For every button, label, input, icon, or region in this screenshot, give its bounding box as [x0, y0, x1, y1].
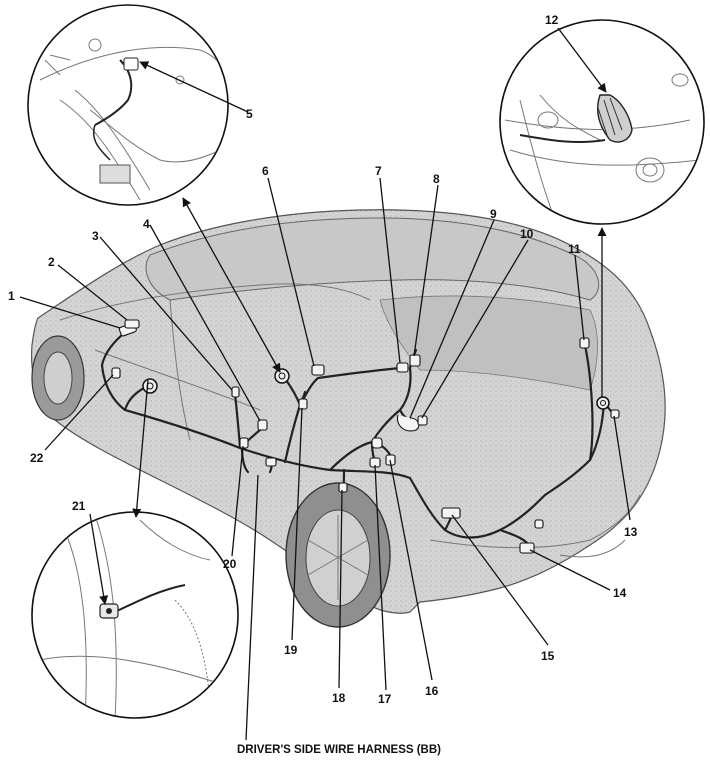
callout-8: 8 — [433, 172, 440, 186]
callout-20: 20 — [223, 557, 237, 571]
callout-17: 17 — [378, 692, 392, 706]
callout-22: 22 — [30, 451, 44, 465]
detail-inset-21 — [31, 511, 239, 719]
connectors — [111, 319, 620, 554]
connector-13 — [610, 409, 620, 419]
detail-inset-12 — [499, 19, 705, 225]
callout-10: 10 — [520, 227, 534, 241]
connector-15 — [441, 507, 461, 519]
grommet-12 — [596, 396, 610, 410]
callout-3: 3 — [92, 229, 99, 243]
callout-6: 6 — [262, 164, 269, 178]
connector-8 — [409, 354, 421, 367]
callout-1: 1 — [8, 289, 15, 303]
connector-7 — [396, 362, 409, 373]
leader-lines — [19, 27, 631, 741]
connector-20 — [239, 437, 249, 449]
grommet-5 — [274, 368, 290, 384]
callout-numbers: 1 2 3 4 5 6 7 8 9 10 11 12 13 14 15 16 1… — [8, 13, 638, 706]
callout-19: 19 — [284, 643, 298, 657]
connector-4 — [257, 419, 268, 431]
grommet-21 — [142, 378, 158, 394]
callout-18: 18 — [332, 691, 346, 705]
connector-3 — [231, 386, 240, 398]
callout-4: 4 — [143, 217, 150, 231]
connector-6 — [311, 364, 325, 376]
callout-9: 9 — [490, 207, 497, 221]
callout-15: 15 — [541, 649, 555, 663]
callout-13: 13 — [624, 525, 638, 539]
callout-11: 11 — [568, 242, 581, 256]
callout-14: 14 — [613, 586, 627, 600]
connector-11 — [579, 337, 590, 349]
callout-21: 21 — [72, 499, 86, 513]
connector-9 — [396, 414, 420, 432]
connector-22 — [111, 367, 121, 379]
connector-19 — [298, 398, 308, 410]
diagram-caption: DRIVER'S SIDE WIRE HARNESS (BB) — [237, 744, 441, 756]
callout-7: 7 — [375, 164, 382, 178]
callout-12: 12 — [545, 13, 559, 27]
callout-5: 5 — [246, 107, 253, 121]
detail-inset-5 — [27, 4, 229, 206]
callout-16: 16 — [425, 684, 439, 698]
connector-2 — [124, 319, 140, 329]
connector-18 — [338, 482, 348, 493]
callout-2: 2 — [48, 255, 55, 269]
